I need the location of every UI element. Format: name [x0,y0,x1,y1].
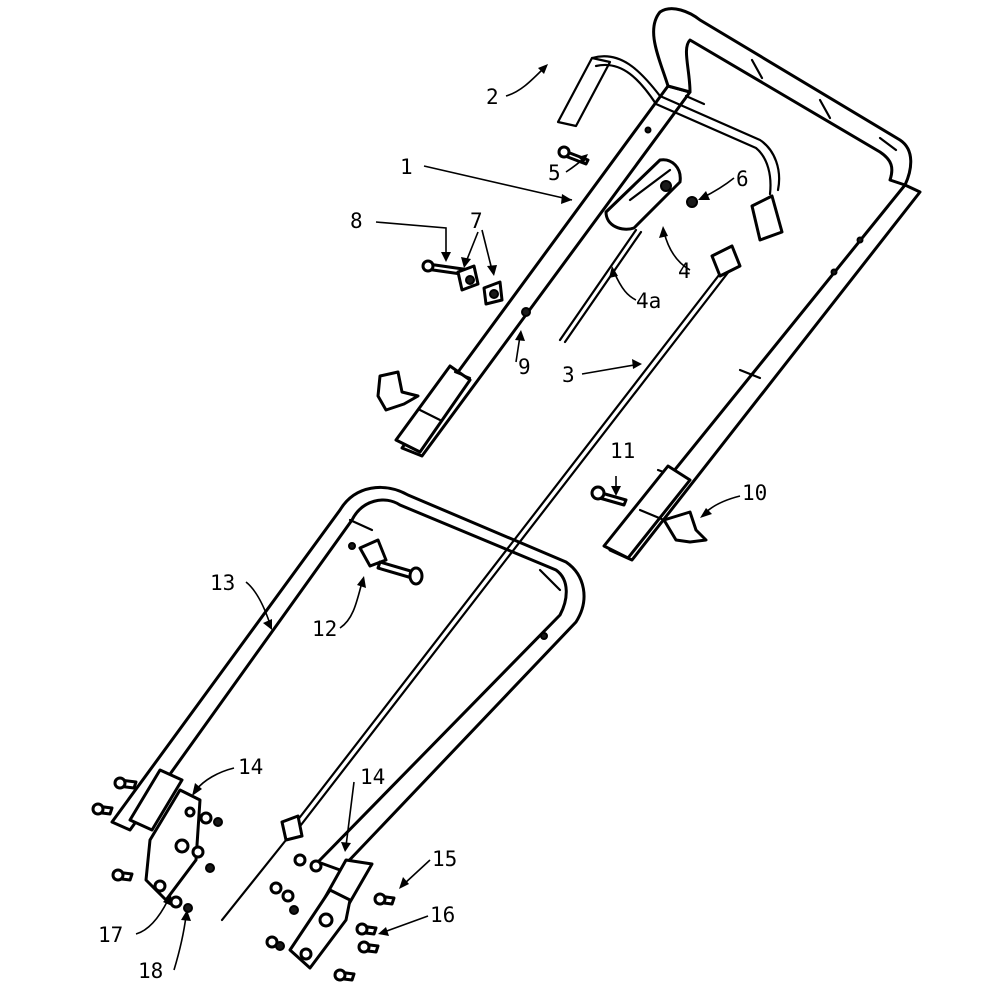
callout-6: 6 [736,167,749,191]
callout-18: 18 [138,959,163,983]
callout-14-right: 14 [360,765,385,789]
callout-4a: 4a [636,289,661,313]
bolt-5 [557,145,590,166]
lower-handle [110,485,586,872]
callout-8: 8 [350,209,363,233]
callout-3: 3 [562,363,575,387]
callout-11: 11 [610,439,635,463]
callout-13: 13 [210,571,235,595]
knob-left [376,370,420,412]
callout-14-left: 14 [238,755,263,779]
control-bar [556,55,784,242]
callout-10: 10 [742,481,767,505]
bracket-14-right [288,858,374,970]
bolt-11 [590,485,628,507]
upper-handle [394,7,922,562]
callout-1: 1 [400,155,413,179]
callout-16: 16 [430,903,455,927]
knob-10 [662,510,708,544]
callout-4: 4 [678,259,691,283]
latch-12 [358,538,424,586]
callout-5: 5 [548,161,561,185]
leader-lines [135,64,741,971]
nut-6 [686,196,698,208]
callout-15: 15 [432,847,457,871]
brackets-7 [456,264,504,306]
brake-cable [220,244,742,922]
throttle-lever [558,158,682,344]
callout-9: 9 [518,355,531,379]
callout-17: 17 [98,923,123,947]
callout-12: 12 [312,617,337,641]
bolts-right [265,853,396,982]
callout-labels: 1 2 3 4 4a 5 6 7 8 9 10 11 12 13 14 14 1… [98,85,767,983]
bracket-14-left [128,768,202,902]
bolts-left [91,776,223,913]
callout-7: 7 [470,209,483,233]
callout-2: 2 [486,85,499,109]
